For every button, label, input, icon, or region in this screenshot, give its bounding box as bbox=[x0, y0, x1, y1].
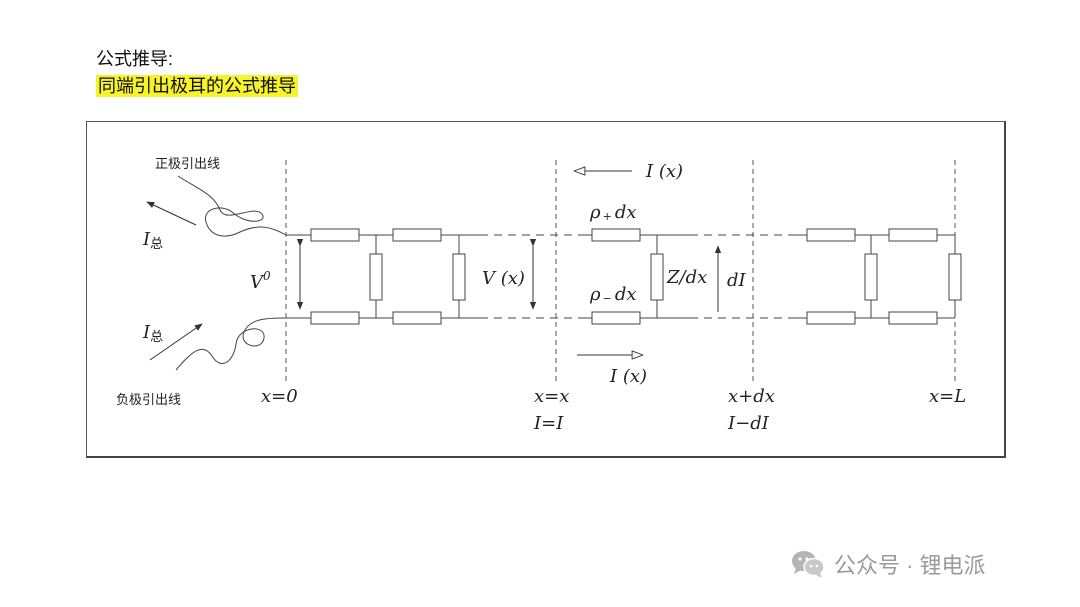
v0-label: V0 bbox=[250, 269, 271, 293]
resistor bbox=[888, 311, 938, 325]
resistor bbox=[310, 311, 360, 325]
bottom-current-label: I (x) bbox=[609, 366, 647, 387]
xdx-label: x+dx bbox=[728, 386, 775, 407]
resistor bbox=[392, 228, 442, 242]
resistor bbox=[591, 311, 641, 325]
watermark-text: 公众号 · 锂电派 bbox=[834, 553, 986, 578]
wechat-icon bbox=[792, 551, 825, 578]
ii-label: I=I bbox=[533, 413, 564, 434]
negative-current-arrow bbox=[149, 323, 203, 361]
i-total-bottom: I总 bbox=[142, 322, 163, 345]
resistor bbox=[452, 253, 466, 301]
zdx-label: Z/dx bbox=[666, 267, 707, 288]
rho-minus-label: ρ−dx bbox=[589, 284, 637, 305]
shunt-resistors bbox=[369, 253, 962, 301]
positive-current-arrow bbox=[146, 201, 197, 226]
top-current-label: I (x) bbox=[645, 161, 683, 182]
resistor bbox=[948, 253, 962, 301]
resistor bbox=[806, 311, 856, 325]
resistor bbox=[591, 228, 641, 242]
idi-label: I−dI bbox=[727, 413, 770, 434]
xx-label: x=x bbox=[534, 386, 569, 407]
negative-lead-wire bbox=[175, 317, 287, 371]
xl-label: x=L bbox=[929, 386, 966, 407]
vx-label: V (x) bbox=[482, 268, 525, 289]
rho-plus-label: ρ+dx bbox=[589, 202, 637, 223]
lead-wires bbox=[175, 175, 287, 371]
diagram-frame bbox=[86, 121, 1006, 458]
resistor bbox=[864, 253, 878, 301]
resistor bbox=[310, 228, 360, 242]
watermark: 公众号 · 锂电派 bbox=[790, 548, 986, 580]
page-heading: 公式推导: bbox=[96, 49, 174, 69]
di-label: dI bbox=[727, 270, 747, 291]
highlighted-subheading: 同端引出极耳的公式推导 bbox=[96, 75, 298, 97]
rails bbox=[286, 234, 956, 319]
x0-label: x=0 bbox=[261, 386, 298, 407]
resistor bbox=[369, 253, 383, 301]
positive-lead-label: 正极引出线 bbox=[155, 157, 220, 172]
resistor bbox=[888, 228, 938, 242]
negative-lead-label: 负极引出线 bbox=[116, 393, 181, 408]
resistor bbox=[392, 311, 442, 325]
resistor bbox=[806, 228, 856, 242]
position-guides bbox=[285, 160, 956, 382]
positive-lead-wire bbox=[177, 175, 287, 237]
i-total-top: I总 bbox=[142, 229, 163, 252]
resistor bbox=[650, 253, 664, 301]
series-resistors bbox=[310, 228, 938, 325]
